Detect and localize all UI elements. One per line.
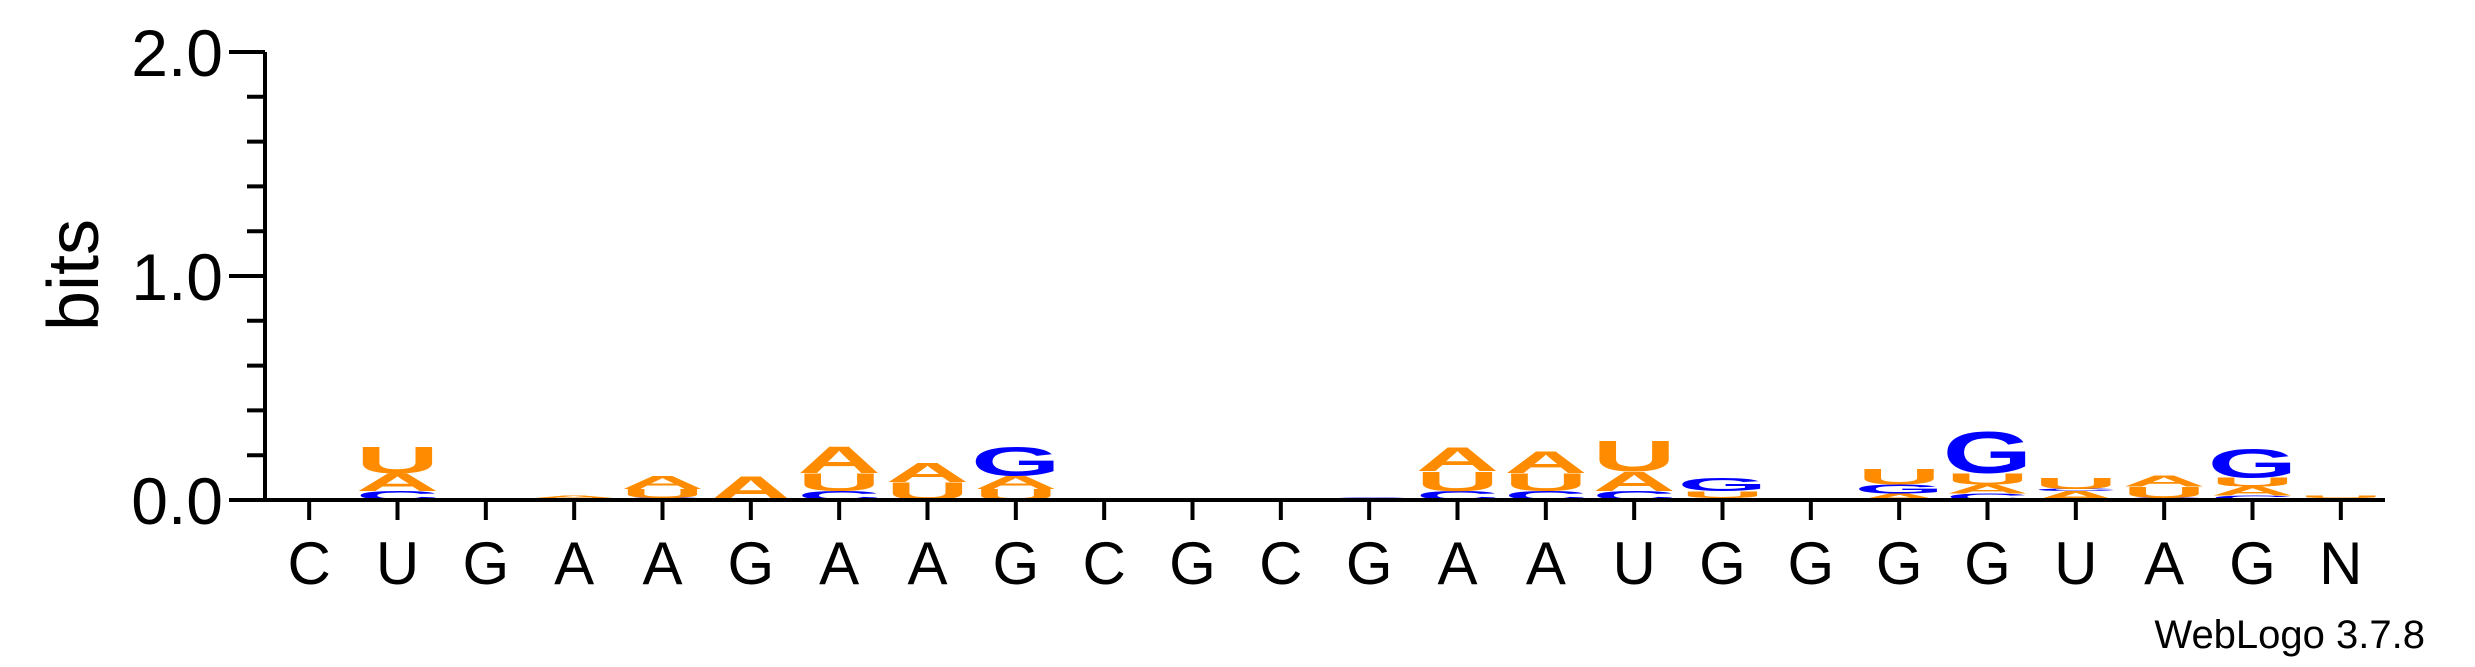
logo-letter: U xyxy=(2299,495,2382,498)
x-tick-label: A xyxy=(907,530,947,597)
x-tick-label: G xyxy=(1169,530,1216,597)
y-tick-label: 0.0 xyxy=(131,464,223,538)
weblogo-credit: WebLogo 3.7.8 xyxy=(2154,613,2425,657)
stack-position-14: CUA xyxy=(1416,440,1499,503)
stack-position-15: CUA xyxy=(1504,445,1587,503)
logo-letter: U xyxy=(2123,484,2206,501)
logo-letter: U xyxy=(2034,475,2117,492)
logo-letter: G xyxy=(1854,482,1944,496)
x-tick-label: G xyxy=(992,530,1039,597)
x-tick-label: A xyxy=(2144,530,2184,597)
logo-letter: A xyxy=(533,495,616,498)
x-tick-label: A xyxy=(642,530,682,597)
stack-position-22: CUA xyxy=(2123,473,2206,501)
logo-letter: C xyxy=(1946,492,2029,502)
logo-letter: A xyxy=(2123,473,2206,490)
x-tick-label: U xyxy=(1612,530,1655,597)
x-tick-label: G xyxy=(727,530,774,597)
x-tick-label: A xyxy=(1437,530,1477,597)
logo-letter: A xyxy=(1416,440,1499,478)
logo-letter: U xyxy=(621,487,704,501)
x-tick-label: A xyxy=(1526,530,1566,597)
logo-letter: U xyxy=(1946,470,2029,487)
x-tick-label: A xyxy=(819,530,859,597)
x-tick-label: C xyxy=(1082,530,1125,597)
logo-letter: G xyxy=(1678,474,1768,495)
stack-position-9: UAG xyxy=(971,439,1061,503)
logo-letter: U xyxy=(2211,475,2294,489)
logo-letter: A xyxy=(2211,484,2294,498)
logo-letter: A xyxy=(798,439,881,481)
logo-letter: C xyxy=(2034,488,2117,491)
logo-letter: A xyxy=(886,457,969,489)
logo-letter: G xyxy=(1943,420,2033,486)
stack-position-16: CAU xyxy=(1593,432,1676,503)
logo-letter: U xyxy=(1858,465,1941,490)
logo-letter: U xyxy=(1504,468,1587,496)
x-tick-label: U xyxy=(2054,530,2097,597)
logo-letter: A xyxy=(974,472,1057,493)
y-axis: 0.0 1.0 2.0 xyxy=(131,16,267,538)
logo-letter: A xyxy=(1946,482,2029,496)
x-tick-label: G xyxy=(1787,530,1834,597)
stack-position-5: CUA xyxy=(621,472,704,501)
logo-letter: U xyxy=(1593,432,1676,481)
y-axis-label: bits xyxy=(34,219,114,331)
logo-letter: G xyxy=(971,439,1061,484)
x-tick-label: N xyxy=(2319,530,2362,597)
y-tick-label: 1.0 xyxy=(131,240,223,314)
x-tick-label: G xyxy=(1346,530,1393,597)
logo-letter: G xyxy=(2208,441,2298,486)
logo-letter: A xyxy=(1504,445,1587,480)
x-tick-label: C xyxy=(287,530,330,597)
stack-position-19: AGU xyxy=(1854,465,1944,503)
logo-letter: A xyxy=(1858,492,1941,502)
x-tick-label: U xyxy=(376,530,419,597)
logo-letter: U xyxy=(1681,489,1764,499)
stack-position-2: CAU xyxy=(356,439,439,502)
stack-position-17: AUG xyxy=(1678,474,1768,501)
logo-letter: U xyxy=(1416,466,1499,498)
x-tick-label: A xyxy=(554,530,594,597)
y-tick-label: 2.0 xyxy=(131,16,223,90)
stack-position-7: CUA xyxy=(798,439,881,502)
x-tick-label: G xyxy=(2229,530,2276,597)
x-tick-label: C xyxy=(1259,530,1302,597)
logo-letter: C xyxy=(2211,494,2294,501)
logo-letter: A xyxy=(1593,466,1676,498)
x-tick-label: G xyxy=(1876,530,1923,597)
logo-letter: U xyxy=(356,439,439,481)
logo-letter: A xyxy=(356,468,439,496)
logo-letter: U xyxy=(798,468,881,496)
x-tick-label: G xyxy=(462,530,509,597)
x-tick-label: G xyxy=(1964,530,2011,597)
letter-stacks: CAUUACUAACUAUAUAGCCCUACUACAUAUGAGUCAUGAC… xyxy=(356,420,2383,508)
logo-letter: A xyxy=(621,472,704,493)
x-tick-label: G xyxy=(1699,530,1746,597)
